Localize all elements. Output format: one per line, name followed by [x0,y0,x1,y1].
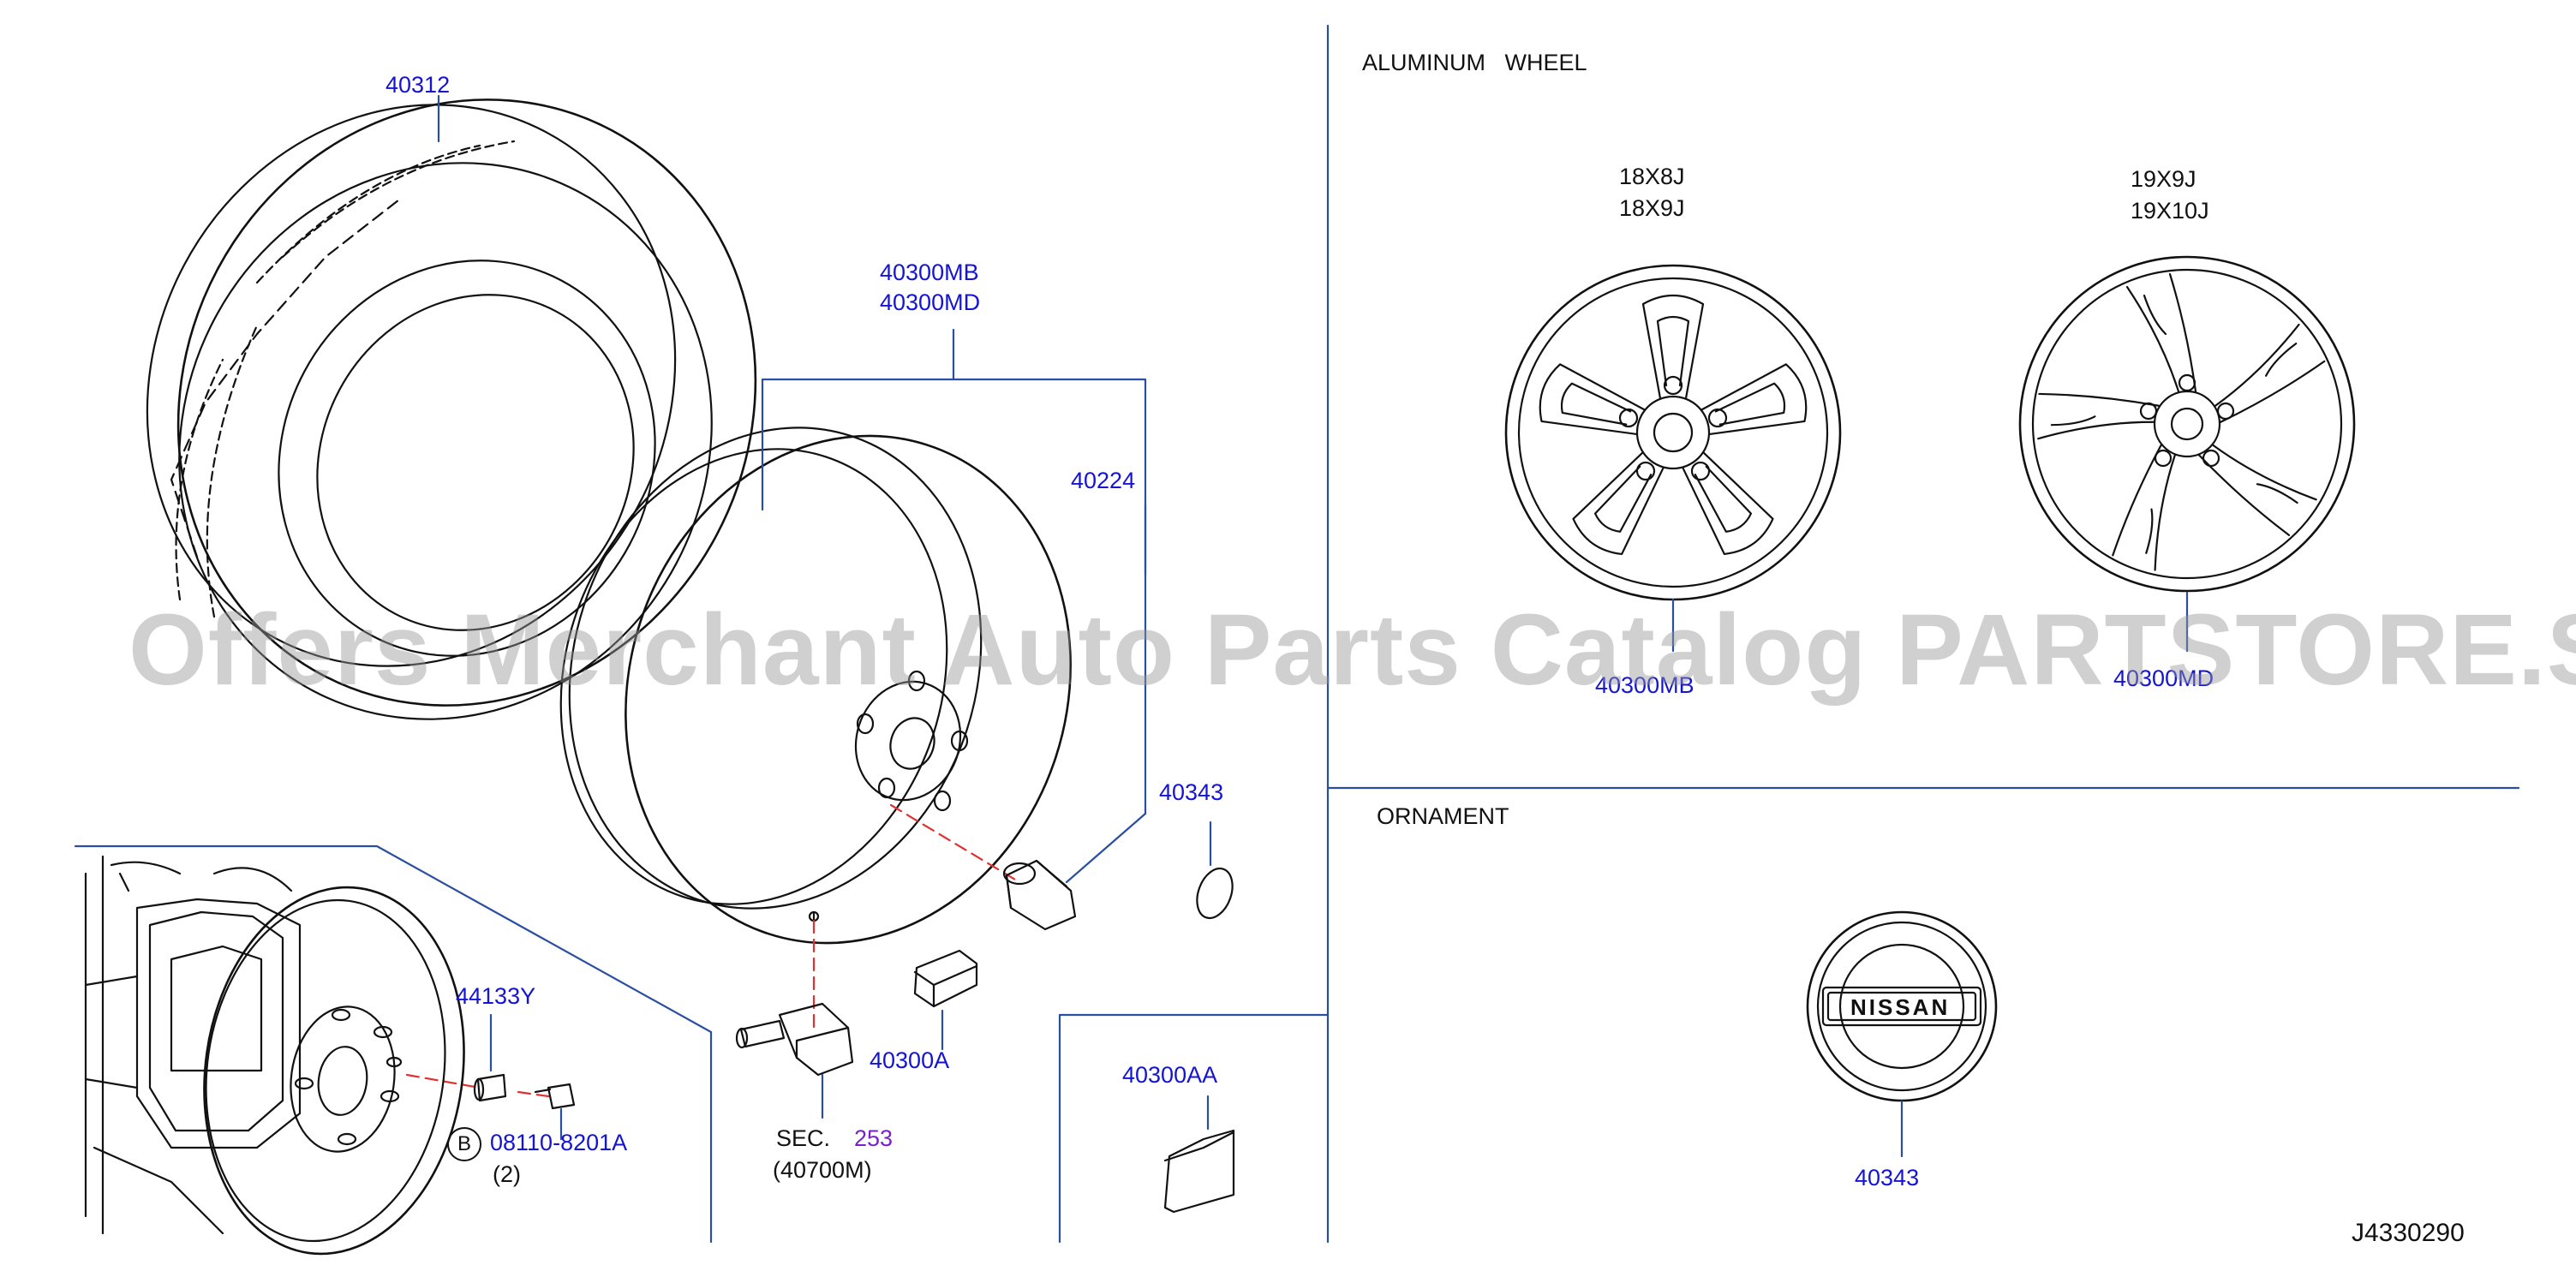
label-bolt-qty: (2) [493,1161,521,1187]
balance-weight-drawing [913,949,978,1008]
tire-drawing [146,98,757,720]
label-road-wheel-a[interactable]: 40300MB [880,260,979,285]
label-wheel-nut[interactable]: 40224 [1071,468,1136,493]
diagram-id: J4330290 [2352,1219,2465,1247]
brake-hub-drawing [84,855,465,1256]
hub-bolt-drawing [473,1073,576,1110]
wheel-right-size-2: 19X10J [2131,198,2209,224]
alloy-wheel-18-drawing [1504,264,1842,601]
wheel-left-size-1: 18X8J [1619,164,1685,189]
steel-wheel-drawing [559,427,1072,945]
wheel-right-size-1: 19X9J [2131,166,2196,192]
alloy-wheel-19-drawing [2018,255,2356,593]
label-ornament-part[interactable]: 40343 [1855,1165,1920,1190]
label-wheel-left-part[interactable]: 40300MB [1595,672,1694,698]
section-title-ornament: ORNAMENT [1377,803,1509,829]
label-valve-code: (40700M) [773,1157,872,1183]
label-valve-sec: SEC. [776,1125,831,1151]
label-bolt[interactable]: 08110-8201A [490,1130,628,1156]
wheel-nut-drawing [1002,859,1077,931]
label-wheel-right-part[interactable]: 40300MD [2113,665,2214,691]
label-balance-weight[interactable]: 40300A [870,1047,950,1073]
label-cap-small[interactable]: 40343 [1159,779,1224,805]
bolt-circle-letter: B [447,1127,481,1161]
label-road-wheel-b[interactable]: 40300MD [880,289,981,315]
label-hub-bolt-ref[interactable]: 44133Y [456,983,536,1009]
bolt-callout: B 08110-8201A [447,1127,627,1161]
watermark: Offers Merchant Auto Parts Catalog PARTS… [129,594,2576,707]
section-title-aluminum-wheel: ALUMINUM WHEEL [1362,50,1587,75]
label-balance-weight-2[interactable]: 40300AA [1122,1062,1218,1088]
label-tire[interactable]: 40312 [386,72,451,98]
tpms-valve-drawing [735,1002,854,1077]
wheel-left-size-2: 18X9J [1619,195,1685,221]
ornament-badge-text: NISSAN [1850,994,1951,1020]
weight-pad-drawing [1163,1129,1235,1214]
label-valve-sec-num[interactable]: 253 [854,1125,894,1151]
nissan-ornament-drawing [1806,910,1998,1102]
